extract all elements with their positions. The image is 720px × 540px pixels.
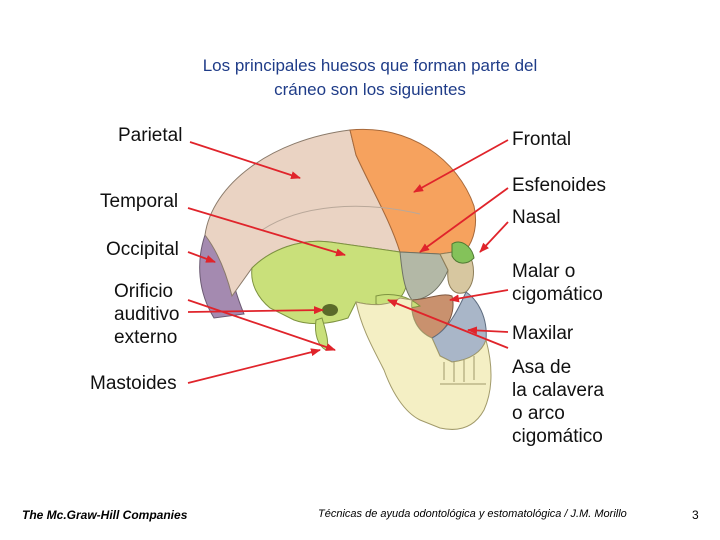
label-orificio-line-1: Orificio [114, 281, 174, 302]
ear-canal [322, 304, 338, 316]
label-orificio-line-2: auditivo [114, 304, 180, 325]
label-esfenoides: Esfenoides [512, 175, 607, 196]
footer-publisher: The Mc.Graw-Hill Companies [22, 508, 188, 522]
arrow-asa [387, 299, 509, 349]
nasal-bone [451, 241, 475, 264]
label-asa-calavera: Asa de la calavera o arco cigomático [512, 356, 604, 448]
label-malar-line-1: Malar o [512, 261, 576, 282]
label-asa-line-4: cigomático [512, 426, 603, 447]
arrow-frontal [413, 139, 509, 193]
title-line-2: cráneo son los siguientes [274, 80, 466, 99]
label-malar-line-2: cigomático [512, 284, 603, 305]
label-mastoides: Mastoides [90, 373, 177, 394]
slide-title: Los principales huesos que forman parte … [130, 54, 610, 102]
label-orificio-auditivo: Orificio auditivo externo [114, 280, 180, 349]
sphenoid-bone [399, 251, 449, 301]
frontal-bone [349, 128, 477, 255]
arrow-orificio-2 [187, 299, 336, 351]
mandible [355, 297, 492, 430]
page-number: 3 [692, 508, 699, 522]
label-maxilar: Maxilar [512, 323, 574, 344]
teeth [440, 356, 486, 385]
label-nasal: Nasal [512, 207, 561, 228]
arrow-esfenoides [419, 187, 509, 253]
arrow-maxilar [467, 326, 509, 335]
arrow-nasal [479, 221, 509, 253]
label-frontal: Frontal [512, 129, 572, 150]
arrow-temporal [187, 207, 346, 257]
label-occipital: Occipital [106, 239, 179, 260]
label-asa-line-2: la calavera [512, 380, 604, 401]
title-line-1: Los principales huesos que forman parte … [202, 56, 538, 75]
label-orificio-line-3: externo [114, 327, 178, 348]
arrow-occipital [187, 251, 216, 263]
label-asa-line-3: o arco [512, 403, 565, 424]
suture-line [261, 205, 421, 231]
label-temporal: Temporal [100, 191, 179, 212]
footer-course: Técnicas de ayuda odontológica y estomat… [318, 508, 627, 520]
arrow-malar [449, 289, 509, 303]
arrow-mastoides [187, 348, 321, 384]
label-asa-line-1: Asa de [512, 357, 572, 378]
arrow-parietal [189, 141, 301, 180]
label-malar: Malar o cigomático [512, 260, 603, 306]
arrow-orificio [187, 306, 324, 315]
label-parietal: Parietal [118, 125, 183, 146]
